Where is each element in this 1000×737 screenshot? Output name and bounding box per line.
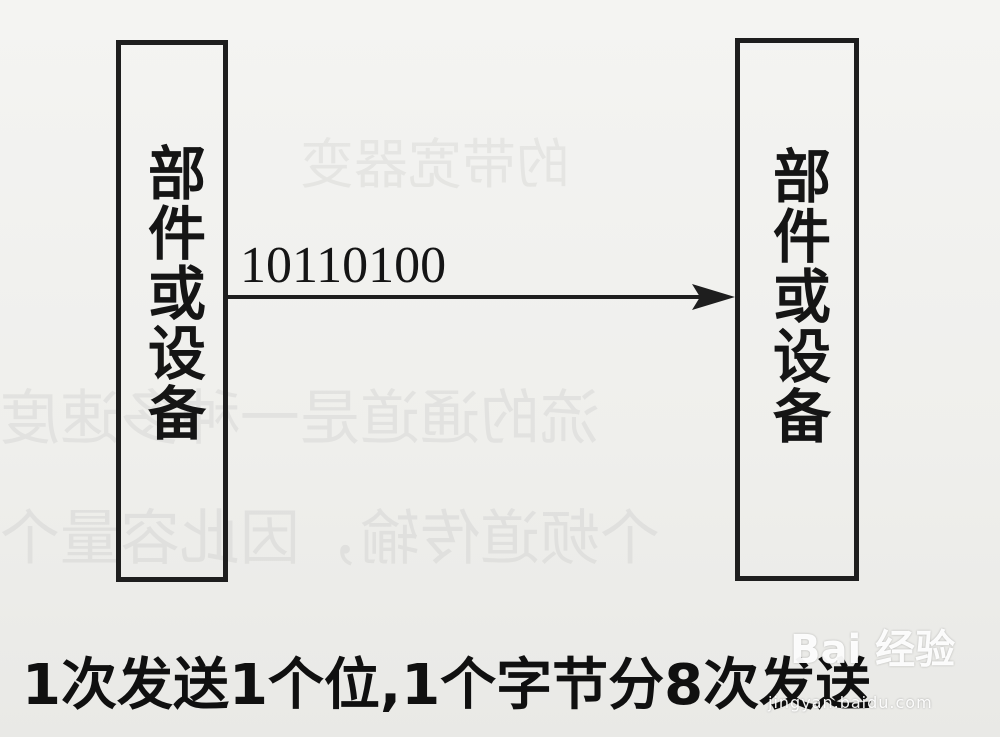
arrow-head — [692, 284, 735, 310]
left-device-label: 部件或设备 — [138, 143, 206, 443]
diagram-caption: 1次发送1个位,1个字节分8次发送 — [22, 653, 872, 718]
bit-sequence-label: 10110100 — [240, 237, 447, 294]
right-device-box: 部件或设备 — [735, 38, 859, 581]
right-device-label: 部件或设备 — [763, 145, 831, 446]
left-device-box: 部件或设备 — [116, 40, 228, 582]
